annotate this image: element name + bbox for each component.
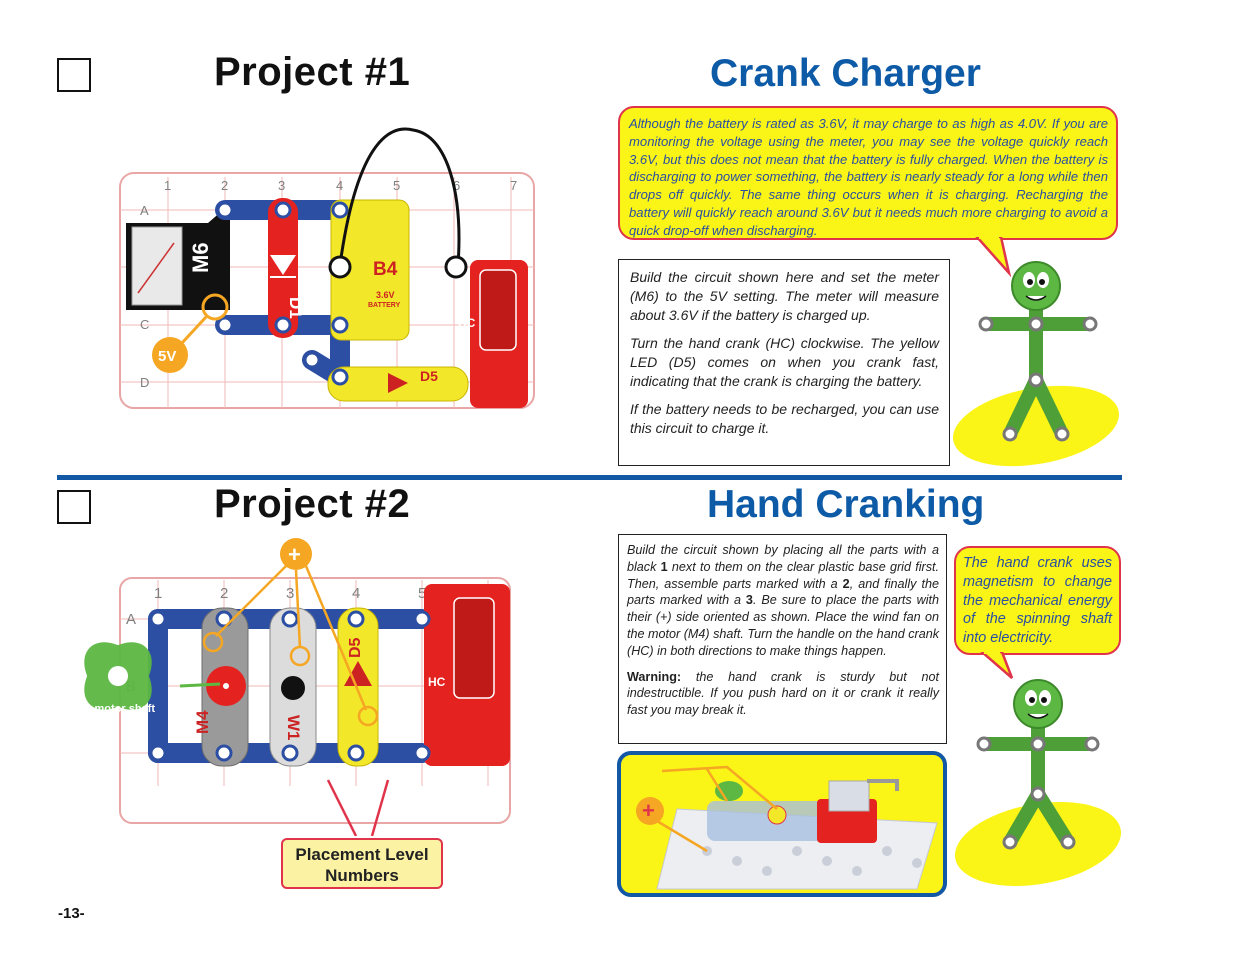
p2-col-4: 4 xyxy=(352,585,360,602)
project1-checkbox[interactable] xyxy=(57,58,91,92)
p2-motor-label: M4 xyxy=(193,710,212,734)
project2-bubble-tail xyxy=(980,652,1014,679)
placement-level-label: Placement Level Numbers xyxy=(281,838,443,889)
project2-assembled-circuit-photo: + xyxy=(617,751,947,897)
p2-col-2: 2 xyxy=(220,585,228,602)
p1-battery-sub: 3.6V xyxy=(376,290,395,300)
p1-battery-word: BATTERY xyxy=(368,302,401,309)
p1-led5-label: D5 xyxy=(420,368,438,384)
p1-row-A: A xyxy=(140,203,149,218)
p2-instr-part-d: . Be sure to place the parts with their … xyxy=(627,593,940,658)
p2-warning-label: Warning: xyxy=(627,669,682,684)
project1-instruction-2: Turn the hand crank (HC) clockwise. The … xyxy=(630,335,939,389)
project2-instructions-box: Build the circuit shown by placing all t… xyxy=(618,534,947,744)
placement-level-line2: Numbers xyxy=(325,866,399,885)
project2-circuit-diagram: 1 2 3 4 5 6 A B M4 W1 D5 HC on motor sha… xyxy=(78,538,511,836)
p2-col-3: 3 xyxy=(286,585,294,602)
p1-meter-label: M6 xyxy=(188,242,213,273)
p2-col-1: 1 xyxy=(154,585,162,602)
section-divider xyxy=(57,475,1122,480)
p1-col-1: 1 xyxy=(164,178,171,193)
p1-col-4: 4 xyxy=(336,178,343,193)
project2-callout-bubble: The hand crank uses magnetism to change … xyxy=(954,546,1121,655)
project1-instruction-1: Build the circuit shown here and set the… xyxy=(630,269,939,323)
p2-instr-bold-3: 3 xyxy=(745,593,753,608)
p1-battery-label: B4 xyxy=(373,259,398,280)
project1-bubble-tail xyxy=(975,237,1012,277)
project1-callout-bubble: Although the battery is rated as 3.6V, i… xyxy=(618,106,1118,240)
project1-instructions-box: Build the circuit shown here and set the… xyxy=(618,259,950,466)
p2-instr-part-a: Build the circuit shown by placing all t… xyxy=(627,543,939,574)
p2-horn-label: W1 xyxy=(284,715,303,741)
project2-callout-text: The hand crank uses magnetism to change … xyxy=(963,555,1112,647)
p1-led1-label: D1 xyxy=(286,297,305,319)
project2-name-title: Hand Cranking xyxy=(707,483,985,526)
page-number: -13- xyxy=(58,905,85,922)
p1-col-6: 6 xyxy=(453,178,460,193)
p1-crank-label: HC xyxy=(458,316,476,330)
project1-mascot xyxy=(953,261,1119,467)
project1-instruction-3: If the battery needs to be recharged, yo… xyxy=(630,401,939,436)
project2-instruction-paragraph: Build the circuit shown by placing all t… xyxy=(627,542,939,660)
project2-mascot xyxy=(954,679,1122,887)
p1-col-5: 5 xyxy=(393,178,400,193)
p2-warning-text: the hand crank is sturdy but not indestr… xyxy=(627,669,939,718)
project1-callout-text: Although the battery is rated as 3.6V, i… xyxy=(629,116,1108,238)
p2-instr-part-c: , and finally the parts marked with a xyxy=(627,576,939,608)
p1-col-3: 3 xyxy=(278,178,285,193)
p1-setting-badge: 5V xyxy=(158,348,176,365)
p2-plus-badge: + xyxy=(288,542,301,567)
p2-led-label: D5 xyxy=(347,637,364,658)
placement-level-line1: Placement Level xyxy=(295,845,429,864)
project1-circuit-diagram: 1 2 3 4 5 6 7 A B C D M6 D1 B4 3.6V BATT… xyxy=(119,127,535,409)
p2-instr-bold-2: 2 xyxy=(842,576,850,591)
project1-name-title: Crank Charger xyxy=(710,52,981,95)
p2-instr-bold-1: 1 xyxy=(660,559,668,574)
p1-col-7: 7 xyxy=(510,178,517,193)
project2-checkbox[interactable] xyxy=(57,490,91,524)
p1-col-2: 2 xyxy=(221,178,228,193)
p1-row-D: D xyxy=(140,375,149,390)
p2-fan-label: on motor shaft xyxy=(78,703,155,715)
project2-warning-paragraph: Warning: the hand crank is sturdy but no… xyxy=(627,669,939,719)
p2-crank-label: HC xyxy=(428,675,446,689)
p2-row-A: A xyxy=(126,611,136,628)
project2-number-title: Project #2 xyxy=(214,482,411,526)
p2-instr-part-b: next to them on the clear plastic base g… xyxy=(627,559,939,591)
project1-number-title: Project #1 xyxy=(214,50,411,94)
p2-col-5: 5 xyxy=(418,585,426,602)
p1-row-C: C xyxy=(140,317,149,332)
p2-photo-plus: + xyxy=(642,798,655,823)
